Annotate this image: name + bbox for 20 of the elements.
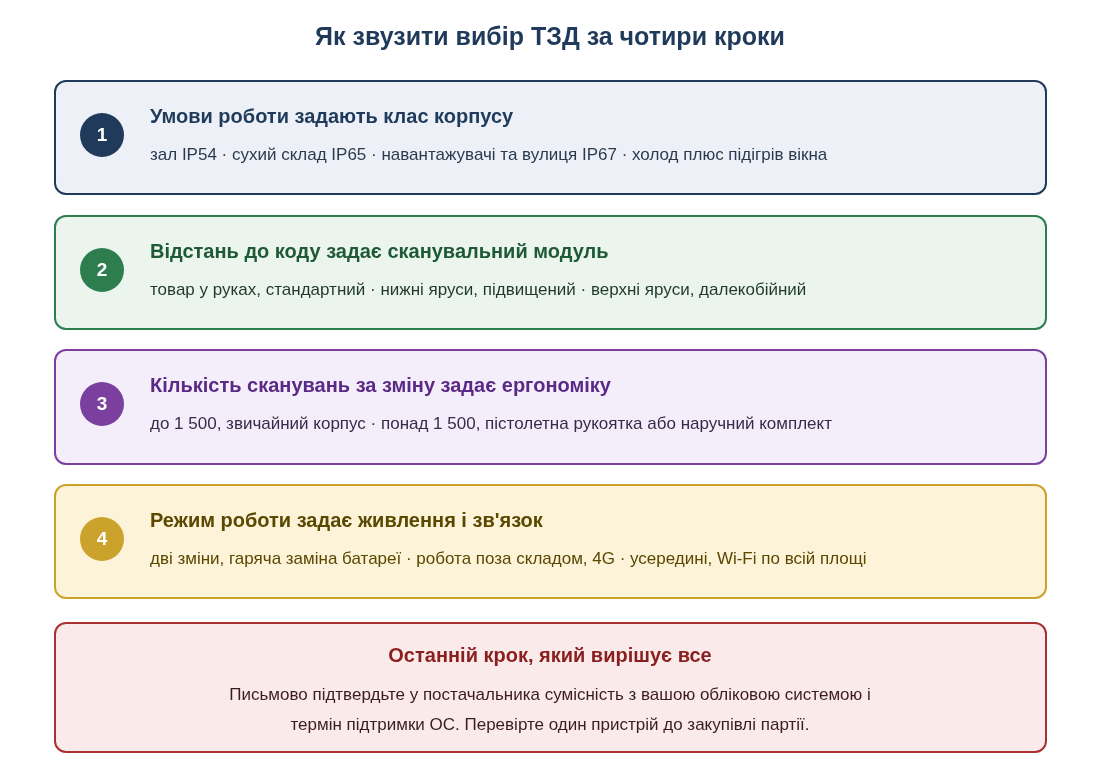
step-heading: Умови роботи задають клас корпусу: [150, 105, 514, 128]
step-heading: Режим роботи задає живлення і зв'язок: [150, 509, 543, 532]
step-description: зал IP54 · сухий склад IP65 · навантажувачі та вулиця IP67 · холод плюс підігрів вікна: [150, 145, 828, 165]
step-number-badge: 3: [80, 382, 124, 426]
step-card: [54, 215, 1047, 330]
step-card: [54, 349, 1047, 465]
step-heading: Останній крок, який вирішує все: [387, 644, 713, 667]
step-description: до 1 500, звичайний корпус · понад 1 500, пістолетна рукоятка або наручний комплект: [150, 414, 832, 434]
step-heading: Відстань до коду задає сканувальний модуль: [150, 240, 609, 263]
step-description: Письмово підтвердьте у постачальника сумісність з вашою обліковою системою і термін підтримки ОС. Перевірте один пристрій до закупівлі партії.: [228, 684, 872, 736]
step-card: [54, 484, 1047, 599]
step-number-badge: 1: [80, 113, 124, 157]
diagram-title: Як звузити вибір ТЗД за чотири кроки: [314, 22, 786, 51]
step-description: товар у руках, стандартний · нижні яруси, підвищений · верхні яруси, далекобійний: [150, 280, 807, 300]
step-number-badge: 2: [80, 248, 124, 292]
step-heading: Кількість сканувань за зміну задає ергономіку: [150, 374, 611, 397]
step-description: дві зміни, гаряча заміна батареї · робота поза складом, 4G · усередині, Wi-Fi по всій площі: [150, 549, 867, 569]
step-number-badge: 4: [80, 517, 124, 561]
step-card: [54, 80, 1047, 195]
step-card: [54, 622, 1047, 753]
